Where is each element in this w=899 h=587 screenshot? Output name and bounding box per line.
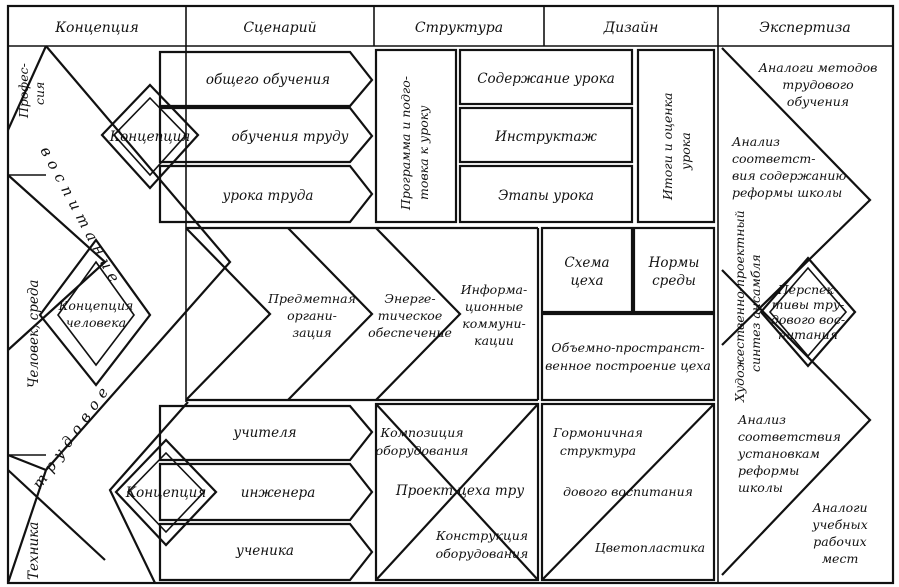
scenario-item-general: общего обучения bbox=[206, 72, 330, 88]
norms-line1: Нормы bbox=[648, 255, 700, 271]
harmony-line1: Гормоничная bbox=[552, 425, 643, 440]
label-upbringing: воспитание bbox=[36, 143, 126, 290]
analysis-reform-4: реформы bbox=[738, 463, 799, 478]
label-man-environment: Человек, среда bbox=[26, 280, 42, 388]
energy-line2: тическое bbox=[378, 308, 442, 323]
scenario-item-labor-teaching: обучения труду bbox=[231, 129, 348, 145]
scenario-bottom: Концепция учителя инженера ученика bbox=[114, 404, 374, 582]
subject-line1: Предметная bbox=[267, 291, 356, 306]
scheme-line1: Схема bbox=[564, 255, 609, 271]
results-line2: урока bbox=[678, 132, 693, 171]
design-bottom: Гормоничная структура дового воспитания … bbox=[540, 402, 716, 582]
analysis-content-2: соответст- bbox=[732, 151, 816, 166]
scenario-bottom-concept: Концепция bbox=[125, 485, 207, 501]
synthesis-line1: Художественно-проектный bbox=[732, 210, 747, 403]
upbringing-label: дового воспитания bbox=[563, 484, 693, 499]
analogs-places-1: Аналоги bbox=[811, 500, 867, 515]
program-line1: Программа и подго- bbox=[398, 76, 413, 211]
perspectives-3: дового вос- bbox=[771, 312, 845, 327]
harmony-line2: структура bbox=[560, 443, 636, 458]
norms-line2: среды bbox=[652, 273, 696, 289]
perspectives-1: Перспек- bbox=[777, 282, 838, 297]
subject-line3: зация bbox=[292, 325, 331, 340]
expertise-column: Аналоги методов трудового обучения Анали… bbox=[721, 47, 878, 576]
label-labor: трудовое bbox=[29, 379, 116, 492]
middle-band: Предметная органи- зация Энерге- тическо… bbox=[185, 226, 540, 402]
analysis-content-3: вия содержанию bbox=[732, 168, 846, 183]
scenario-item-engineer: инженера bbox=[241, 485, 316, 501]
scenario-item-teacher: учителя bbox=[232, 425, 296, 441]
design-middle: Схема цеха Нормы среды Объемно-пространс… bbox=[540, 226, 716, 402]
analysis-content-1: Анализ bbox=[731, 134, 780, 149]
info-line3: коммуни- bbox=[462, 316, 525, 331]
analogs-places-3: рабочих bbox=[813, 534, 867, 549]
volume-line2: венное построение цеха bbox=[545, 358, 711, 373]
label-profession-2: сия bbox=[32, 82, 47, 105]
analogs-labor-2: трудового bbox=[782, 77, 853, 92]
briefing: Инструктаж bbox=[494, 129, 597, 145]
scenario-top-concept: Концепция bbox=[109, 129, 191, 145]
subject-line2: органи- bbox=[287, 308, 337, 323]
left-column-lines bbox=[6, 45, 232, 584]
info-line2: ционные bbox=[465, 299, 523, 314]
header-concept: Концепция bbox=[54, 20, 139, 36]
header-row: Концепция Сценарий Структура Дизайн Эксп… bbox=[54, 20, 851, 36]
structure-bottom: Композиция оборудования Проект цеха тру … bbox=[374, 402, 540, 582]
perspectives-2: тивы тру- bbox=[772, 297, 845, 312]
scenario-item-student: ученика bbox=[235, 543, 294, 559]
analogs-labor-1: Аналоги методов bbox=[758, 60, 878, 75]
lesson-stages: Этапы урока bbox=[498, 188, 594, 204]
results-line1: Итоги и оценка bbox=[660, 93, 675, 201]
composition-line1: Композиция bbox=[379, 425, 463, 440]
label-profession-1: Профес- bbox=[16, 63, 31, 119]
scenario-top: Концепция общего обучения обучения труду… bbox=[100, 46, 374, 402]
concept-man-line2: человека bbox=[66, 315, 126, 330]
analysis-reform-5: школы bbox=[738, 480, 783, 495]
label-technique: Техника bbox=[26, 522, 42, 580]
energy-line3: обеспечение bbox=[368, 325, 452, 340]
color-plastic: Цветопластика bbox=[595, 540, 705, 555]
analysis-reform-1: Анализ bbox=[737, 412, 786, 427]
concept-man-diamond: Концепция человека bbox=[38, 238, 152, 387]
construction-line2: оборудования bbox=[436, 546, 529, 561]
synthesis-line2: синтез ансамбля bbox=[748, 254, 763, 372]
header-design: Дизайн bbox=[603, 20, 659, 36]
program-line2: товка к уроку bbox=[416, 105, 431, 200]
analysis-content-4: реформы школы bbox=[732, 185, 842, 200]
scenario-item-lesson: урока труда bbox=[222, 188, 314, 204]
structure-top: Программа и подго- товка к уроку Содержа… bbox=[374, 48, 716, 224]
concept-man-line1: Концепция bbox=[58, 298, 134, 313]
header-structure: Структура bbox=[415, 20, 503, 36]
analysis-reform-3: установкам bbox=[737, 446, 820, 461]
volume-line1: Объемно-пространст- bbox=[551, 340, 704, 355]
header-scenario: Сценарий bbox=[243, 20, 316, 36]
scheme-line2: цеха bbox=[570, 273, 603, 289]
info-line4: кации bbox=[474, 333, 514, 348]
composition-line2: оборудования bbox=[376, 443, 469, 458]
perspectives-4: питания bbox=[778, 327, 838, 342]
frame bbox=[6, 4, 895, 585]
analogs-places-4: мест bbox=[822, 551, 859, 566]
lesson-content: Содержание урока bbox=[477, 71, 615, 87]
construction-line1: Конструкция bbox=[435, 528, 528, 543]
analysis-reform-2: соответствия bbox=[738, 429, 841, 444]
analogs-labor-3: обучения bbox=[787, 94, 849, 109]
analogs-places-2: учебных bbox=[811, 517, 868, 532]
header-expertise: Экспертиза bbox=[759, 20, 850, 36]
shop-project: Проект цеха тру bbox=[395, 483, 524, 499]
energy-line1: Энерге- bbox=[384, 291, 435, 306]
info-line1: Информа- bbox=[460, 282, 528, 297]
